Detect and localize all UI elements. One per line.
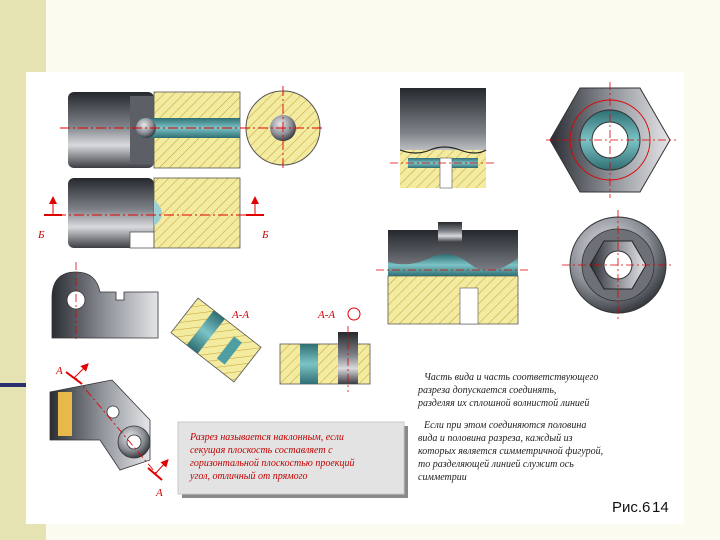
fitting-half-section	[376, 222, 528, 325]
right-text-p1-l2: разреза допускается соединять,	[417, 385, 556, 396]
hex-nut-view	[546, 82, 676, 198]
label-a-a-1: А-А	[231, 309, 249, 321]
right-text-p1-l1: Часть вида и часть соответствующего	[424, 372, 598, 383]
body-view-section	[390, 88, 496, 189]
inclined-section-a-a	[170, 297, 262, 383]
label-a-bottom: А	[155, 487, 163, 499]
figure-label: Рис.6	[612, 499, 651, 516]
svg-text:Часть вида и часть соответству: Часть вида и часть соответствующего разр…	[417, 372, 606, 483]
bracket-part	[51, 262, 159, 340]
round-hex-socket-view	[562, 210, 674, 320]
right-text-p1-l3: разделяя их сплошной волнистой линией	[417, 398, 589, 409]
angled-lever	[49, 363, 169, 481]
right-text-p2-l3: которых является симметричной фигурой,	[418, 446, 603, 457]
right-text-p2-l4: то разделяющей линией служит ось	[418, 459, 574, 470]
right-text-p2-l2: вида и половина разреза, каждый из	[418, 433, 573, 444]
right-text-p2-l5: симметрии	[418, 472, 467, 483]
svg-text:Разрез называется наклонным, е: Разрез называется наклонным, если секуща…	[189, 432, 357, 482]
right-text-p2-l1: Если при этом соединяются половина	[423, 420, 586, 431]
shaft-section-b	[44, 177, 264, 249]
label-b-right: Б	[261, 229, 269, 241]
caption-line-2: секущая плоскость составляет с	[190, 445, 333, 456]
shaft-end-view	[240, 86, 325, 170]
label-a-a-2: А-А	[317, 309, 335, 321]
caption-line-3: горизонтальной плоскостью проекций	[190, 458, 354, 469]
slide-number: 14	[652, 499, 669, 516]
caption-box: Разрез называется наклонным, если секуща…	[177, 421, 408, 498]
label-a-top: А	[55, 365, 63, 377]
caption-line-4: угол, отличный от прямого	[189, 471, 308, 482]
shaft-half-section	[60, 91, 250, 169]
label-b-left: Б	[37, 229, 45, 241]
left-band-rule	[0, 383, 46, 387]
section-a-a-pin	[279, 307, 371, 392]
caption-line-1: Разрез называется наклонным, если	[189, 432, 344, 443]
technical-drawing: Б Б А-А А-А А А Р	[26, 72, 684, 524]
